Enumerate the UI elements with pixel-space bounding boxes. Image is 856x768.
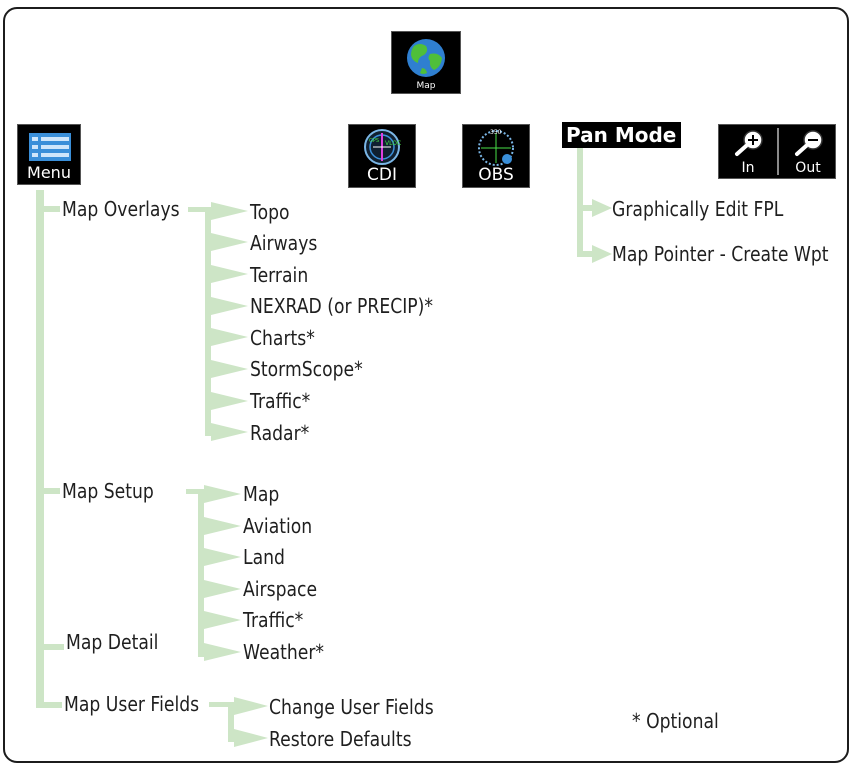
setup-item: Map xyxy=(243,482,280,506)
map-button[interactable]: Map xyxy=(391,31,461,94)
menu-button-label: Menu xyxy=(27,163,71,182)
overlay-item: NEXRAD (or PRECIP)* xyxy=(250,294,433,318)
svg-text:350: 350 xyxy=(490,129,502,136)
obs-button[interactable]: 350 OBS xyxy=(462,124,530,188)
map-button-label: Map xyxy=(416,81,436,91)
overlay-item: Charts* xyxy=(250,326,315,350)
user-fields-item: Change User Fields xyxy=(269,695,434,719)
zoom-divider xyxy=(777,128,779,175)
list-icon xyxy=(29,133,71,161)
setup-item: Airspace xyxy=(243,577,318,601)
obs-button-label: OBS xyxy=(478,165,514,185)
menu-item-map-setup: Map Setup xyxy=(62,479,154,503)
cdi-button-label: CDI xyxy=(367,165,397,185)
setup-item: Land xyxy=(243,545,285,569)
cdi-icon: VLOC GPS xyxy=(364,129,401,165)
overlay-item: Radar* xyxy=(250,421,310,445)
menu-item-map-overlays: Map Overlays xyxy=(62,197,180,221)
zoom-in-icon xyxy=(735,130,763,156)
menu-item-map-detail: Map Detail xyxy=(66,630,159,654)
zoom-out-icon xyxy=(795,130,823,156)
setup-item: Aviation xyxy=(243,514,313,538)
overlay-item: Traffic* xyxy=(250,389,311,413)
overlay-item: StormScope* xyxy=(250,357,363,381)
pan-mode-title: Pan Mode xyxy=(562,122,682,148)
zoom-out-button[interactable]: Out xyxy=(779,125,837,178)
zoom-out-label: Out xyxy=(795,160,821,176)
globe-icon xyxy=(407,39,445,77)
overlay-item: Topo xyxy=(250,200,290,224)
footnote: * Optional xyxy=(632,709,719,733)
zoom-in-button[interactable]: In xyxy=(719,125,777,178)
overlay-item: Airways xyxy=(250,231,318,255)
svg-text:GPS: GPS xyxy=(369,138,379,144)
setup-item: Weather* xyxy=(243,640,325,664)
diagram-frame xyxy=(3,7,849,763)
obs-icon: 350 xyxy=(478,129,514,166)
menu-button[interactable]: Menu xyxy=(17,124,81,185)
zoom-buttons: In Out xyxy=(718,124,836,179)
cdi-button[interactable]: VLOC GPS CDI xyxy=(348,124,416,188)
menu-item-map-user-fields: Map User Fields xyxy=(64,692,200,716)
zoom-in-label: In xyxy=(741,160,755,176)
setup-item: Traffic* xyxy=(243,608,304,632)
overlay-item: Terrain xyxy=(250,263,309,287)
svg-text:VLOC: VLOC xyxy=(385,140,401,147)
pan-mode-item: Map Pointer - Create Wpt xyxy=(612,242,829,266)
pan-mode-item: Graphically Edit FPL xyxy=(612,197,784,221)
user-fields-item: Restore Defaults xyxy=(269,727,412,751)
